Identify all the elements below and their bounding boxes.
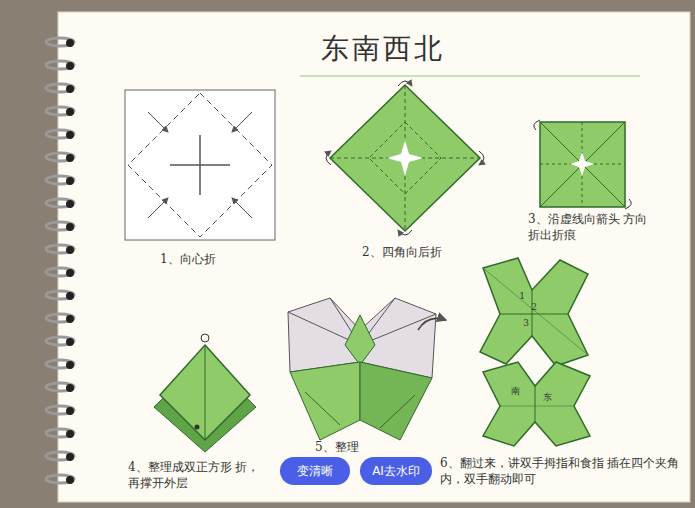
- punch-hole: [66, 292, 74, 300]
- spiral-ring: [46, 383, 74, 391]
- punch-hole: [66, 108, 74, 116]
- overlay-button: AI去水印: [360, 457, 432, 485]
- spiral-ring: [46, 452, 74, 460]
- spiral-ring: [46, 429, 74, 437]
- step6-figure: [418, 258, 590, 446]
- title-rule: [300, 75, 640, 77]
- spiral-ring: [46, 314, 74, 322]
- overlay-button: 变清晰: [280, 457, 350, 485]
- step5-figure: [288, 298, 436, 440]
- spiral-ring: [46, 130, 74, 138]
- punch-hole: [66, 177, 74, 185]
- spiral-ring: [46, 475, 74, 483]
- spiral-binding: [46, 38, 74, 484]
- spiral-ring: [46, 107, 74, 115]
- punch-hole: [66, 269, 74, 277]
- spiral-ring: [46, 406, 74, 414]
- direction-mark: 南: [508, 386, 522, 398]
- punch-hole: [66, 39, 74, 47]
- step-caption: 1、向心折: [160, 252, 290, 268]
- punch-hole: [66, 62, 74, 70]
- spiral-ring: [46, 360, 74, 368]
- punch-hole: [66, 85, 74, 93]
- callout-number: 3: [520, 318, 532, 330]
- punch-hole: [66, 338, 74, 346]
- punch-hole: [66, 476, 74, 484]
- spiral-ring: [46, 222, 74, 230]
- direction-mark: 东: [540, 392, 554, 404]
- step1-figure: [125, 90, 275, 240]
- step4-figure: [154, 334, 256, 452]
- step3-figure: [534, 120, 632, 209]
- spiral-ring: [46, 268, 74, 276]
- spiral-ring: [46, 199, 74, 207]
- step-caption: 4、整理成双正方形 折，再撑开外层: [128, 460, 268, 491]
- punch-hole: [66, 223, 74, 231]
- callout-number: 2: [528, 302, 540, 314]
- spiral-ring: [46, 176, 74, 184]
- button-label: 变清晰: [297, 464, 333, 478]
- punch-hole: [66, 246, 74, 254]
- notebook-page: [58, 12, 690, 502]
- spiral-ring: [46, 38, 74, 46]
- punch-hole: [66, 407, 74, 415]
- punch-hole: [66, 200, 74, 208]
- spiral-ring: [46, 245, 74, 253]
- step-caption: 2、四角向后折: [362, 245, 492, 261]
- punch-hole: [66, 361, 74, 369]
- punch-hole: [66, 315, 74, 323]
- punch-hole: [66, 453, 74, 461]
- punch-hole: [66, 430, 74, 438]
- spiral-ring: [46, 84, 74, 92]
- spiral-ring: [46, 153, 74, 161]
- step-caption: 3、沿虚线向箭头 方向折出折痕: [528, 212, 650, 243]
- punch-hole: [66, 131, 74, 139]
- step-caption: 5、整理: [315, 440, 395, 456]
- spiral-ring: [46, 337, 74, 345]
- page-title: 东南西北: [0, 30, 695, 68]
- spiral-ring: [46, 61, 74, 69]
- step-caption: 6、翻过来，讲双手拇指和食指 插在四个夹角内，双手翻动即可: [440, 456, 680, 487]
- punch-hole: [66, 154, 74, 162]
- spiral-ring: [46, 291, 74, 299]
- button-label: AI去水印: [372, 464, 420, 478]
- punch-hole: [66, 384, 74, 392]
- step2-figure: [326, 81, 484, 235]
- callout-number: 1: [516, 291, 528, 303]
